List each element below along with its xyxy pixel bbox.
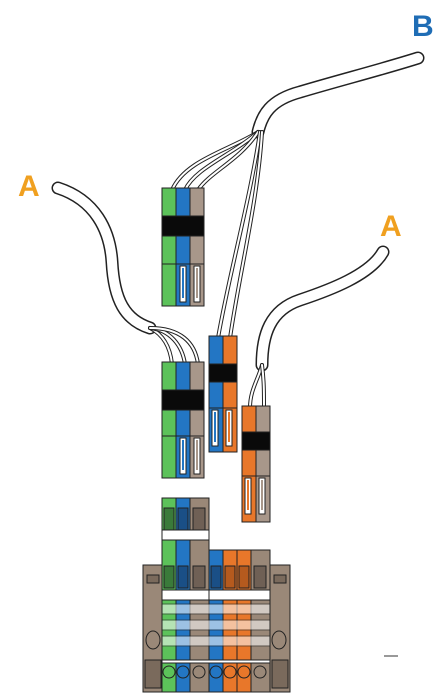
connector-right-orange-brown [241,405,271,523]
cable-a-left [51,181,200,366]
label-b: B [412,10,434,43]
cable-a-right [248,245,390,410]
connector-top-green-blue-brown [161,187,205,307]
label-a-left: A [18,170,40,203]
label-a-right: A [380,210,402,243]
connector-mid-green-blue-brown [161,361,205,479]
cable-b [170,51,425,340]
terminal-block-assembly [142,497,291,693]
connector-mid-blue-orange [208,335,238,453]
